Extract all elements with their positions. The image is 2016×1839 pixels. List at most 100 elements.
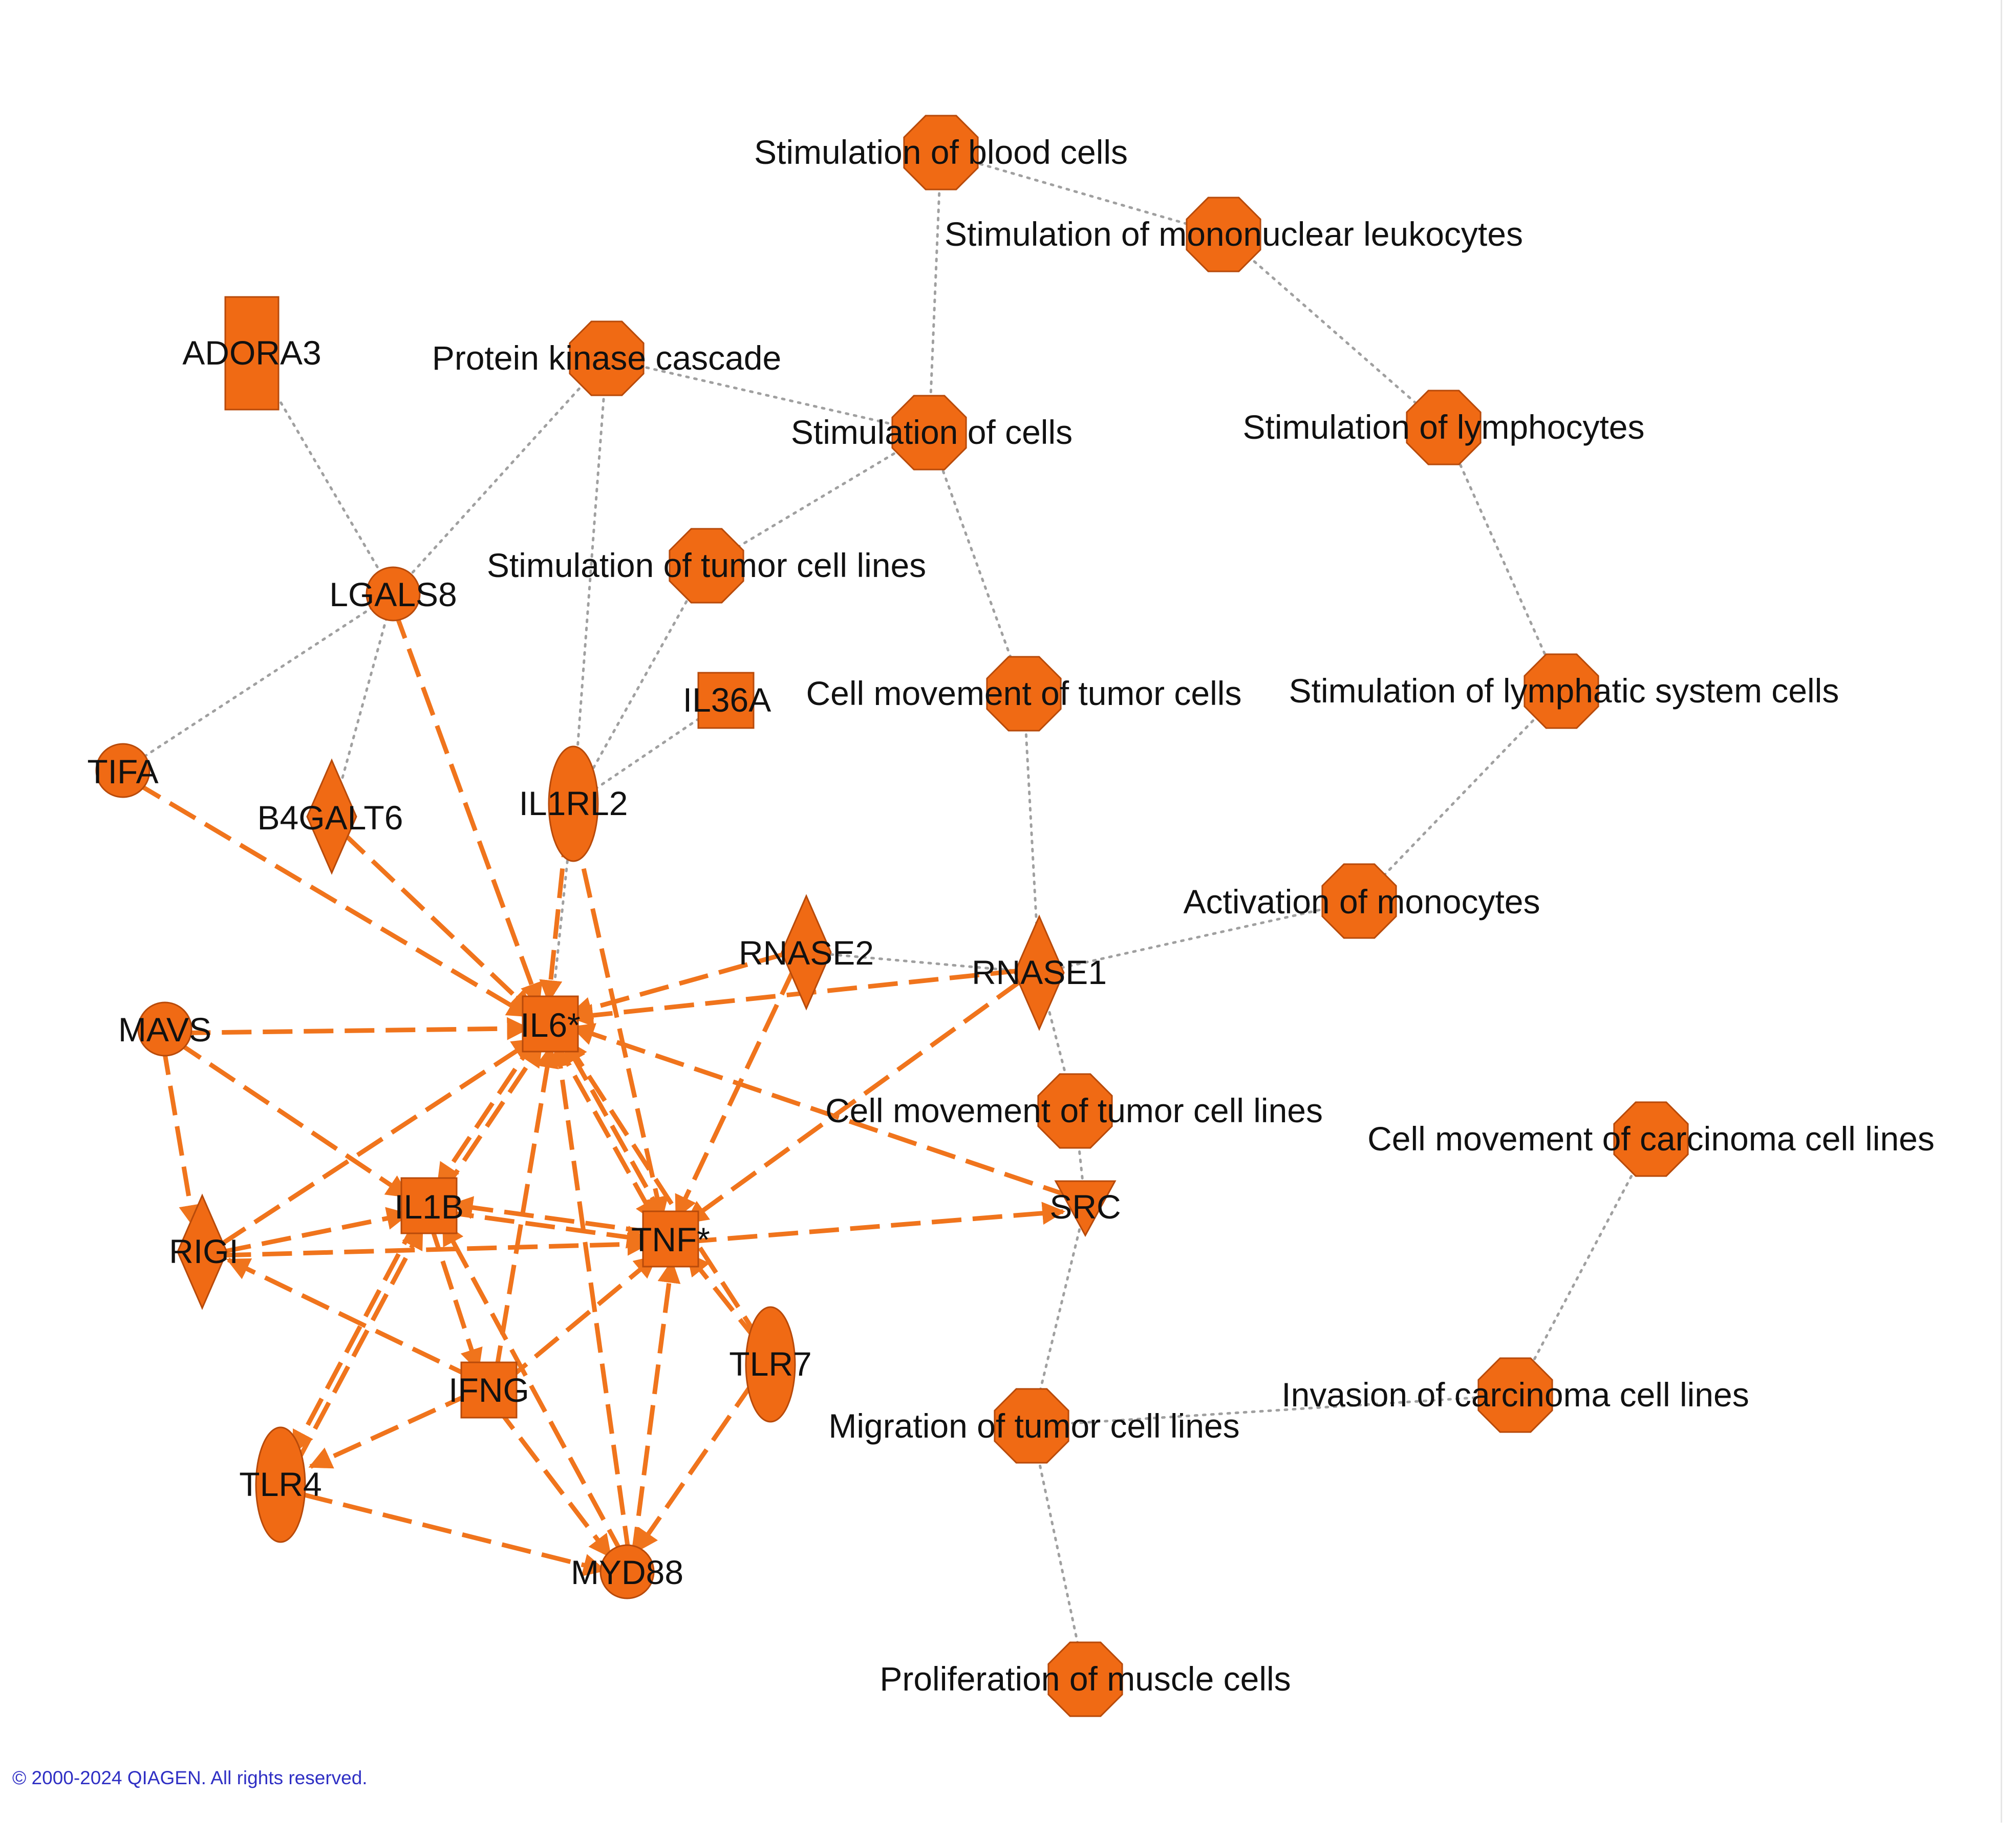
arrow-edge-tlr4-il1b	[293, 1225, 424, 1466]
node-il1b	[400, 1177, 458, 1234]
node-label-tifa: TIFA	[87, 753, 158, 790]
arrow-edge-il1b-tnf	[444, 1209, 650, 1249]
node-label-cellmov_ccl: Cell movement of carcinoma cell lines	[1367, 1120, 1935, 1158]
node-label-tnf: TNF*	[631, 1221, 710, 1258]
node-label-rigi: RIGI	[169, 1232, 239, 1270]
arrow-edge-il1b-ifng	[427, 1221, 483, 1372]
node-label-ifng: IFNG	[448, 1371, 529, 1409]
node-label-cellmov_tc: Cell movement of tumor cells	[806, 674, 1242, 712]
node-label-stim_blood: Stimulation of blood cells	[754, 133, 1128, 171]
arrow-edge-tnf-src	[687, 1202, 1066, 1244]
node-act_mono	[1321, 863, 1397, 939]
node-label-stim_lymph: Stimulation of lymphocytes	[1242, 408, 1644, 446]
node-label-cellmov_tcl: Cell movement of tumor cell lines	[825, 1092, 1323, 1129]
node-label-lgals8: LGALS8	[329, 575, 457, 613]
node-tlr7	[745, 1306, 796, 1423]
copyright-notice: © 2000-2024 QIAGEN. All rights reserved.	[12, 1767, 368, 1788]
arrow-edge-ifng-rigi	[226, 1257, 478, 1382]
node-label-invasion_ccl: Invasion of carcinoma cell lines	[1281, 1376, 1749, 1414]
right-border-line	[2001, 0, 2002, 1823]
node-label-il36a: IL36A	[683, 681, 771, 719]
node-stim_blood	[903, 115, 979, 190]
dotted-edge-stim_blood-stim_mono	[939, 151, 1225, 236]
arrow-edge-il6-tnf	[552, 1038, 658, 1224]
node-cellmov_ccl	[1613, 1101, 1689, 1177]
node-stim_tumor	[669, 528, 744, 604]
node-tlr4	[255, 1426, 306, 1543]
arrow-edge-tnf-il6	[563, 1039, 669, 1225]
node-tnf	[642, 1210, 699, 1268]
node-lgals8	[366, 566, 421, 622]
node-label-mavs: MAVS	[118, 1011, 211, 1049]
node-tifa	[95, 743, 151, 798]
arrow-edge-rnase2-il6	[569, 951, 788, 1020]
node-ifng	[460, 1361, 518, 1419]
dotted-edge-cellmov_tc-rnase1	[1022, 692, 1041, 974]
node-adora3	[224, 296, 280, 411]
node-stim_cells	[891, 395, 967, 471]
node-label-src: SRC	[1049, 1188, 1121, 1226]
dotted-edge-migration_tcl-prolif_muscle	[1030, 1424, 1087, 1681]
arrow-edge-tlr7-il6	[564, 1039, 763, 1343]
arrow-edge-mavs-il6	[181, 1017, 530, 1040]
arrow-edge-il1rl2-tnf	[572, 828, 669, 1220]
node-label-stim_lymphsys: Stimulation of lymphatic system cells	[1289, 672, 1839, 710]
arrow-edge-rnase1-tnf	[684, 978, 1023, 1225]
node-stim_mono	[1186, 197, 1261, 272]
arrow-edge-myd88-tnf	[631, 1259, 681, 1557]
node-cellmov_tcl	[1037, 1073, 1113, 1149]
node-il6	[522, 995, 579, 1053]
dotted-edge-stim_lymph-stim_lymphsys	[1442, 426, 1563, 693]
dotted-edge-invasion_ccl-cellmov_ccl	[1514, 1138, 1653, 1397]
arrow-edge-mavs-rigi	[161, 1045, 202, 1228]
node-label-myd88: MYD88	[571, 1553, 683, 1591]
node-migration_tcl	[994, 1388, 1069, 1464]
node-label-adora3: ADORA3	[182, 334, 321, 372]
dotted-edge-lgals8-b4galt6	[330, 592, 395, 818]
dotted-edge-il36a-il1rl2	[572, 699, 727, 805]
node-b4galt6	[306, 758, 357, 875]
arrow-edge-il1b-tlr4	[291, 1216, 420, 1455]
dotted-edge-rnase2-rnase1	[805, 951, 1041, 974]
node-mavs	[137, 1001, 192, 1057]
arrow-edge-b4galt6-il6	[341, 831, 533, 1013]
dotted-edge-pkc-il1rl2	[572, 357, 608, 805]
node-invasion_ccl	[1477, 1357, 1553, 1433]
arrow-edge-myd88-il1b	[441, 1222, 626, 1557]
node-label-stim_mono: Stimulation of mononuclear leukocytes	[945, 215, 1523, 253]
node-il36a	[697, 672, 755, 729]
arrow-edge-ifng-tlr4	[308, 1391, 474, 1469]
arrow-edge-layer	[133, 609, 1073, 1576]
arrow-edge-rnase1-il6	[570, 968, 1020, 1027]
arrow-edge-tifa-il6	[133, 780, 531, 1018]
node-cellmov_tc	[986, 656, 1062, 732]
arrow-edge-il6-il1b	[436, 1034, 540, 1187]
dotted-edge-pkc-lgals8	[392, 357, 608, 595]
node-stim_lymph	[1406, 390, 1482, 465]
dotted-edge-adora3-lgals8	[250, 352, 395, 595]
arrow-edge-ifng-tnf	[502, 1254, 658, 1385]
node-label-rnase2: RNASE2	[739, 934, 874, 972]
node-il1rl2	[548, 745, 599, 862]
node-rigi	[177, 1193, 228, 1310]
arrow-edge-src-il6	[571, 1023, 1073, 1199]
node-layer	[95, 115, 1689, 1717]
node-prolif_muscle	[1047, 1641, 1123, 1717]
node-label-il1b: IL1B	[394, 1188, 464, 1226]
dotted-edge-stim_blood-stim_cells	[928, 151, 942, 434]
node-label-tlr7: TLR7	[729, 1345, 811, 1383]
dotted-edge-migration_tcl-invasion_ccl	[1030, 1394, 1517, 1427]
node-myd88	[599, 1544, 655, 1599]
arrow-edge-mavs-il1b	[174, 1039, 410, 1199]
node-rnase2	[781, 894, 832, 1011]
dotted-edge-act_mono-rnase1	[1038, 900, 1361, 974]
node-src	[1054, 1180, 1117, 1237]
arrow-edge-rigi-il6	[219, 1038, 536, 1247]
dotted-edge-stim_lymphsys-act_mono	[1358, 690, 1563, 903]
arrow-edge-tlr7-tnf	[686, 1252, 760, 1344]
node-label-il1rl2: IL1RL2	[519, 784, 628, 822]
node-label-tlr4: TLR4	[239, 1465, 321, 1503]
arrow-edge-myd88-il6	[549, 1043, 632, 1556]
